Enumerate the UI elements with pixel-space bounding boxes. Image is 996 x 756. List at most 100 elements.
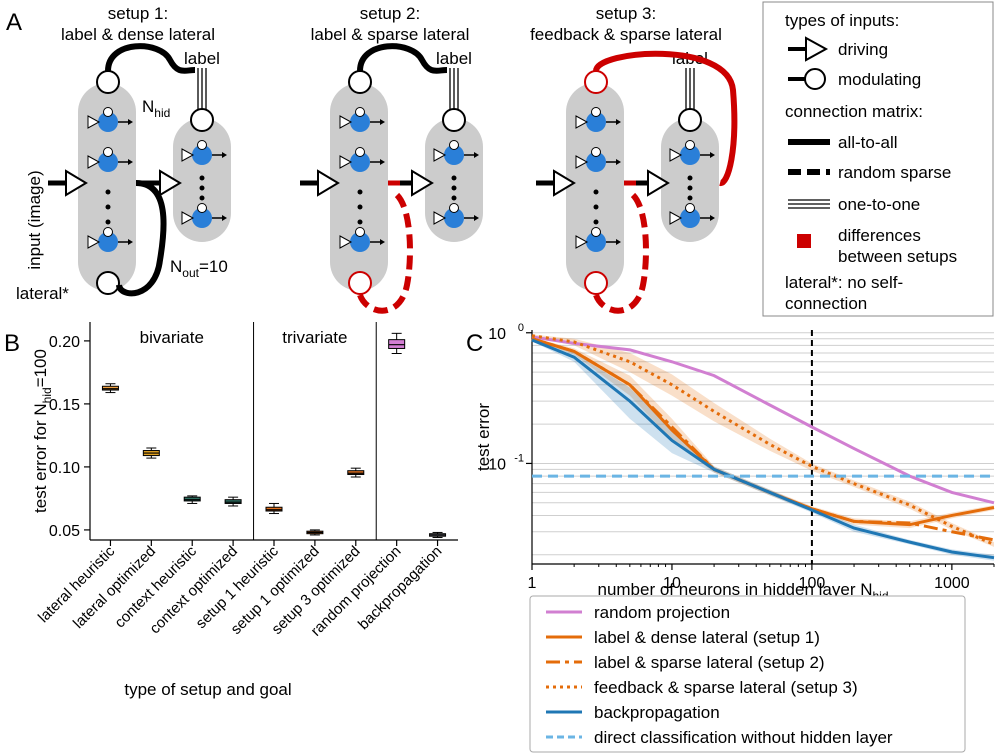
y-tick-exponent: 0 [518, 322, 524, 334]
box-0 [101, 385, 119, 391]
y-tick-label: 0.10 [49, 460, 80, 477]
y-tick-label: 10 [488, 456, 506, 473]
panel-label-b: B [4, 330, 20, 357]
output-modulating-icon [190, 108, 214, 132]
n-hid-sub: hid [154, 106, 170, 120]
input-driving-icon [317, 169, 340, 197]
setup-title-line2: label & sparse lateral [311, 25, 470, 44]
input-driving-icon [553, 169, 576, 197]
legend-all-to-all: all-to-all [838, 133, 898, 152]
panel-label-c: C [466, 330, 483, 357]
x-tick-label: 1 [528, 575, 537, 592]
ellipsis-dot [199, 185, 205, 191]
hidden-modulating-icon [584, 70, 608, 94]
x-axis-label: type of setup and goal [124, 680, 291, 699]
setup-1-diagram: setup 1: label & dense lateral label [48, 4, 231, 297]
sparse-lateral-connection [593, 192, 649, 314]
label-text: label [436, 49, 472, 68]
series-band-3 [532, 334, 994, 547]
legend-label-2: label & sparse lateral (setup 2) [594, 653, 825, 672]
y-tick-label: 0.15 [49, 397, 80, 414]
n-hid-text: Nhid [142, 97, 170, 120]
group-label-trivariate: trivariate [282, 328, 347, 347]
label-connection [357, 43, 448, 74]
lateral-modulating-icon [348, 271, 372, 295]
ellipsis-dot [105, 189, 111, 195]
ellipsis-dot [105, 204, 111, 210]
lateral-connection [116, 180, 167, 297]
panel-a-diagram: setup 1:label & dense laterallabelsetup … [16, 4, 738, 314]
legend-note-line2: connection [785, 294, 867, 313]
legend-label-4: backpropagation [594, 703, 720, 722]
x-tick-label: 100 [799, 575, 826, 592]
n-out-text: Nout=10 [170, 257, 228, 280]
ellipsis-dot [199, 175, 205, 181]
box-6 [347, 470, 365, 475]
y-tick-exponent: -1 [514, 452, 524, 464]
label-text: label [184, 49, 220, 68]
ellipsis-dot [199, 195, 205, 201]
modulating-input-icon [788, 68, 826, 90]
x-tick-label: 10 [663, 575, 681, 592]
y-tick-label: 0.05 [49, 523, 80, 540]
lateral-modulating-icon [584, 271, 608, 295]
legend-note-line1: lateral*: no self- [785, 273, 903, 292]
legend-label-3: feedback & sparse lateral (setup 3) [594, 678, 858, 697]
setup-title-line2: label & dense lateral [61, 25, 215, 44]
panel-label-a: A [6, 9, 22, 36]
ellipsis-dot [593, 219, 599, 225]
box-2 [183, 496, 201, 502]
legend-modulating: modulating [838, 70, 921, 89]
ellipsis-dot [357, 219, 363, 225]
sparse-lateral-connection [357, 192, 413, 314]
input-driving-icon [65, 169, 88, 197]
group-label-bivariate: bivariate [140, 328, 204, 347]
box-7 [388, 339, 406, 349]
ellipsis-dot [451, 185, 457, 191]
setup-title-line1: setup 3: [596, 4, 657, 23]
series-line-0 [531, 335, 995, 505]
legend-matrix-title: connection matrix: [785, 102, 923, 121]
feedback-connection [593, 50, 738, 186]
ellipsis-dot [687, 185, 693, 191]
y-label-tail: =100 [31, 349, 50, 387]
legend-diff-line2: between setups [838, 247, 957, 266]
ellipsis-dot [687, 175, 693, 181]
setup-title-line1: setup 1: [108, 4, 169, 23]
legend-types-title: types of inputs: [785, 11, 899, 30]
lateral-text: lateral* [16, 284, 69, 303]
ellipsis-dot [593, 189, 599, 195]
ellipsis-dot [687, 195, 693, 201]
lateral-modulating-icon [96, 271, 120, 295]
box-4 [265, 506, 283, 512]
ellipsis-dot [451, 195, 457, 201]
difference-marker-icon [797, 234, 811, 248]
ellipsis-dot [357, 189, 363, 195]
y-axis-label: test error for Nhid=100 [31, 349, 54, 513]
series-line-4 [531, 338, 995, 560]
legend-random-sparse: random sparse [838, 163, 951, 182]
box-3 [224, 499, 242, 504]
n-out-sub: out [182, 266, 199, 280]
ellipsis-dot [451, 175, 457, 181]
y-tick-label: 10 [488, 326, 506, 343]
x-tick-label: 1000 [934, 575, 970, 592]
setup-title-line2: feedback & sparse lateral [530, 25, 722, 44]
ellipsis-dot [593, 204, 599, 210]
y-axis-label: test error [474, 403, 493, 471]
ellipsis-dot [105, 219, 111, 225]
driving-input-icon [788, 36, 829, 62]
x-label-main: number of neurons in hidden layer N [597, 580, 872, 599]
one-to-one-line-icon [788, 199, 830, 209]
output-modulating-icon [678, 108, 702, 132]
y-label-main: test error for N [31, 403, 50, 513]
input-image-text: input (image) [25, 170, 44, 269]
output-driving-icon [647, 169, 670, 197]
legend-label-0: random projection [594, 603, 730, 622]
legend-label-1: label & dense lateral (setup 1) [594, 628, 820, 647]
